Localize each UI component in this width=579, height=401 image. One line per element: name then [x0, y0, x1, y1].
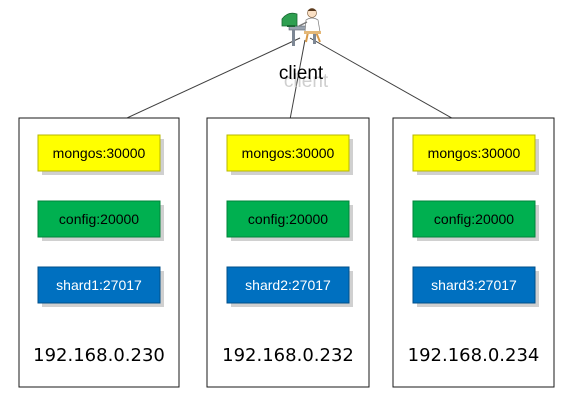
config-box: [412, 200, 536, 238]
config-label: config:20000: [59, 211, 139, 227]
config-box: [226, 200, 350, 238]
connection-arrows: [101, 37, 473, 130]
shard-box: [37, 266, 161, 304]
shard-label: shard2:27017: [245, 277, 331, 293]
shard-box: [412, 266, 536, 304]
client-label: client: [279, 63, 324, 84]
arrow-to-server-1: [101, 37, 301, 130]
shard-label: shard3:27017: [431, 277, 517, 293]
config-box: [37, 200, 161, 238]
client-label-shadow: client: [284, 71, 329, 92]
server-panel-3: mongos:30000 config:20000 shard3:27017 192.…: [392, 117, 555, 388]
mongos-box: [37, 134, 161, 172]
server-ip-label: 192.168.0.230: [33, 345, 165, 366]
mongos-box: [226, 134, 350, 172]
mongos-label: mongos:30000: [53, 145, 146, 161]
server-panel-2: mongos:30000 config:20000 shard2:27017 192.…: [206, 117, 370, 388]
server-ip-label: 192.168.0.232: [222, 345, 354, 366]
servers: mongos:30000 config:20000 shard1:27017 192.…: [18, 117, 555, 388]
shard-label: shard1:27017: [56, 277, 142, 293]
client-icon: [281, 8, 321, 46]
config-label: config:20000: [434, 211, 514, 227]
mongos-label: mongos:30000: [242, 145, 335, 161]
server-ip-label: 192.168.0.234: [408, 345, 540, 366]
arrow-to-server-3: [309, 37, 473, 130]
mongos-label: mongos:30000: [428, 145, 521, 161]
shard-box: [226, 266, 350, 304]
arrow-to-server-2: [288, 39, 306, 130]
mongos-box: [412, 134, 536, 172]
config-label: config:20000: [248, 211, 328, 227]
server-panel-1: mongos:30000 config:20000 shard1:27017 192.…: [18, 117, 180, 388]
